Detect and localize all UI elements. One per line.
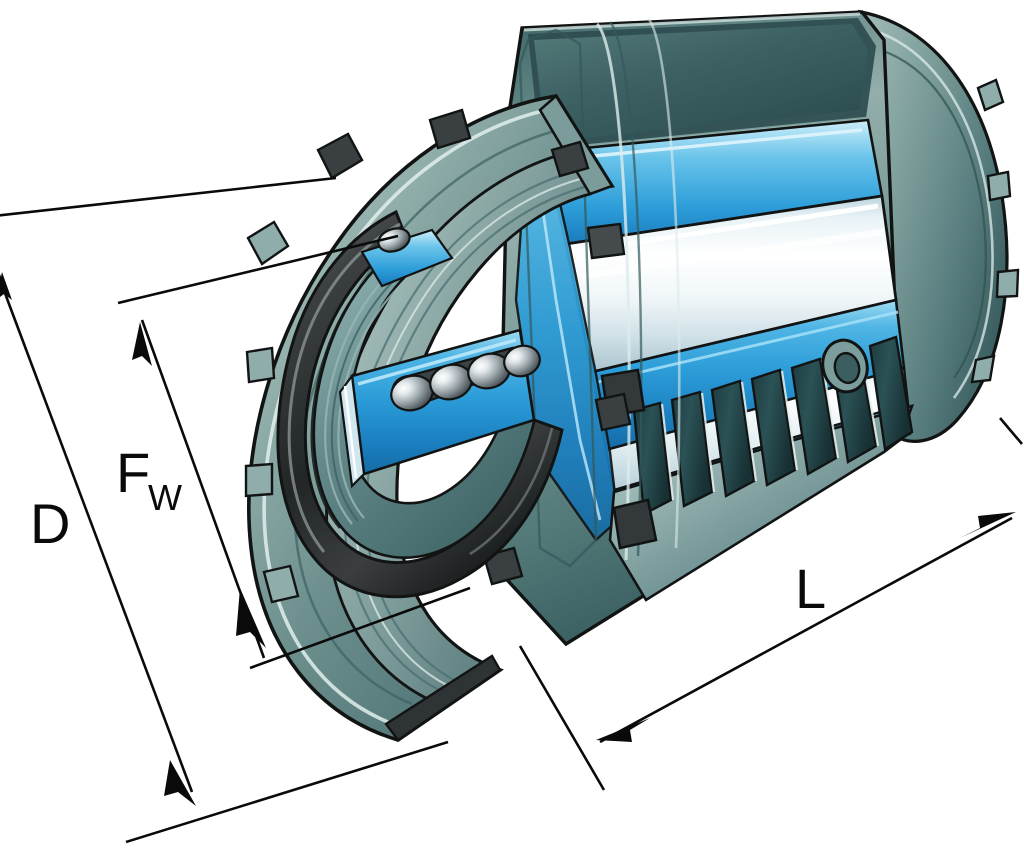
ball	[503, 344, 541, 378]
bore-raceway-view	[338, 227, 541, 489]
dimension-L	[518, 417, 1023, 791]
dim-D-extension-top	[0, 176, 337, 217]
sleeve-collar-rings	[518, 17, 681, 568]
dim-Fw-leader-top	[117, 234, 399, 305]
dim-label-D: D	[30, 492, 70, 555]
linear-ball-bearing	[244, 9, 1020, 742]
back-cap-notch	[970, 354, 996, 384]
dimension-labels: D F W L	[30, 441, 826, 620]
ball-row	[390, 344, 541, 412]
dimension-Fw	[117, 234, 471, 670]
dim-Fw-leader-bottom	[249, 586, 471, 670]
dim-Fw-arrowhead-bottom	[236, 588, 266, 648]
dim-D-line	[4, 295, 194, 793]
dim-Fw-arrowhead-top	[132, 322, 152, 366]
dim-L-extension-right	[999, 417, 1023, 445]
flange-notches	[244, 108, 632, 604]
cage-slot-band	[608, 335, 915, 602]
dim-D-extension-bottom	[125, 740, 449, 844]
dim-L-arrowhead-right	[960, 512, 1016, 538]
back-cap-notch	[986, 170, 1012, 202]
flange-section-cut	[384, 654, 502, 742]
dim-D-arrowhead-top	[0, 272, 12, 300]
lube-hole	[821, 338, 869, 394]
back-cap-notch	[976, 78, 1005, 112]
dim-D-arrowhead-bottom	[164, 760, 196, 806]
inner-bore	[312, 238, 536, 559]
ball-top	[377, 227, 411, 253]
dim-label-Fw: F	[116, 441, 150, 504]
dimension-D	[0, 176, 449, 844]
back-cap-notch	[995, 268, 1020, 299]
dim-L-line	[599, 516, 1013, 744]
dimension-annotations	[0, 176, 1023, 844]
dim-label-Fw-subscript: W	[148, 477, 182, 518]
dim-L-extension-left	[518, 645, 606, 791]
dim-label-L: L	[795, 557, 826, 620]
